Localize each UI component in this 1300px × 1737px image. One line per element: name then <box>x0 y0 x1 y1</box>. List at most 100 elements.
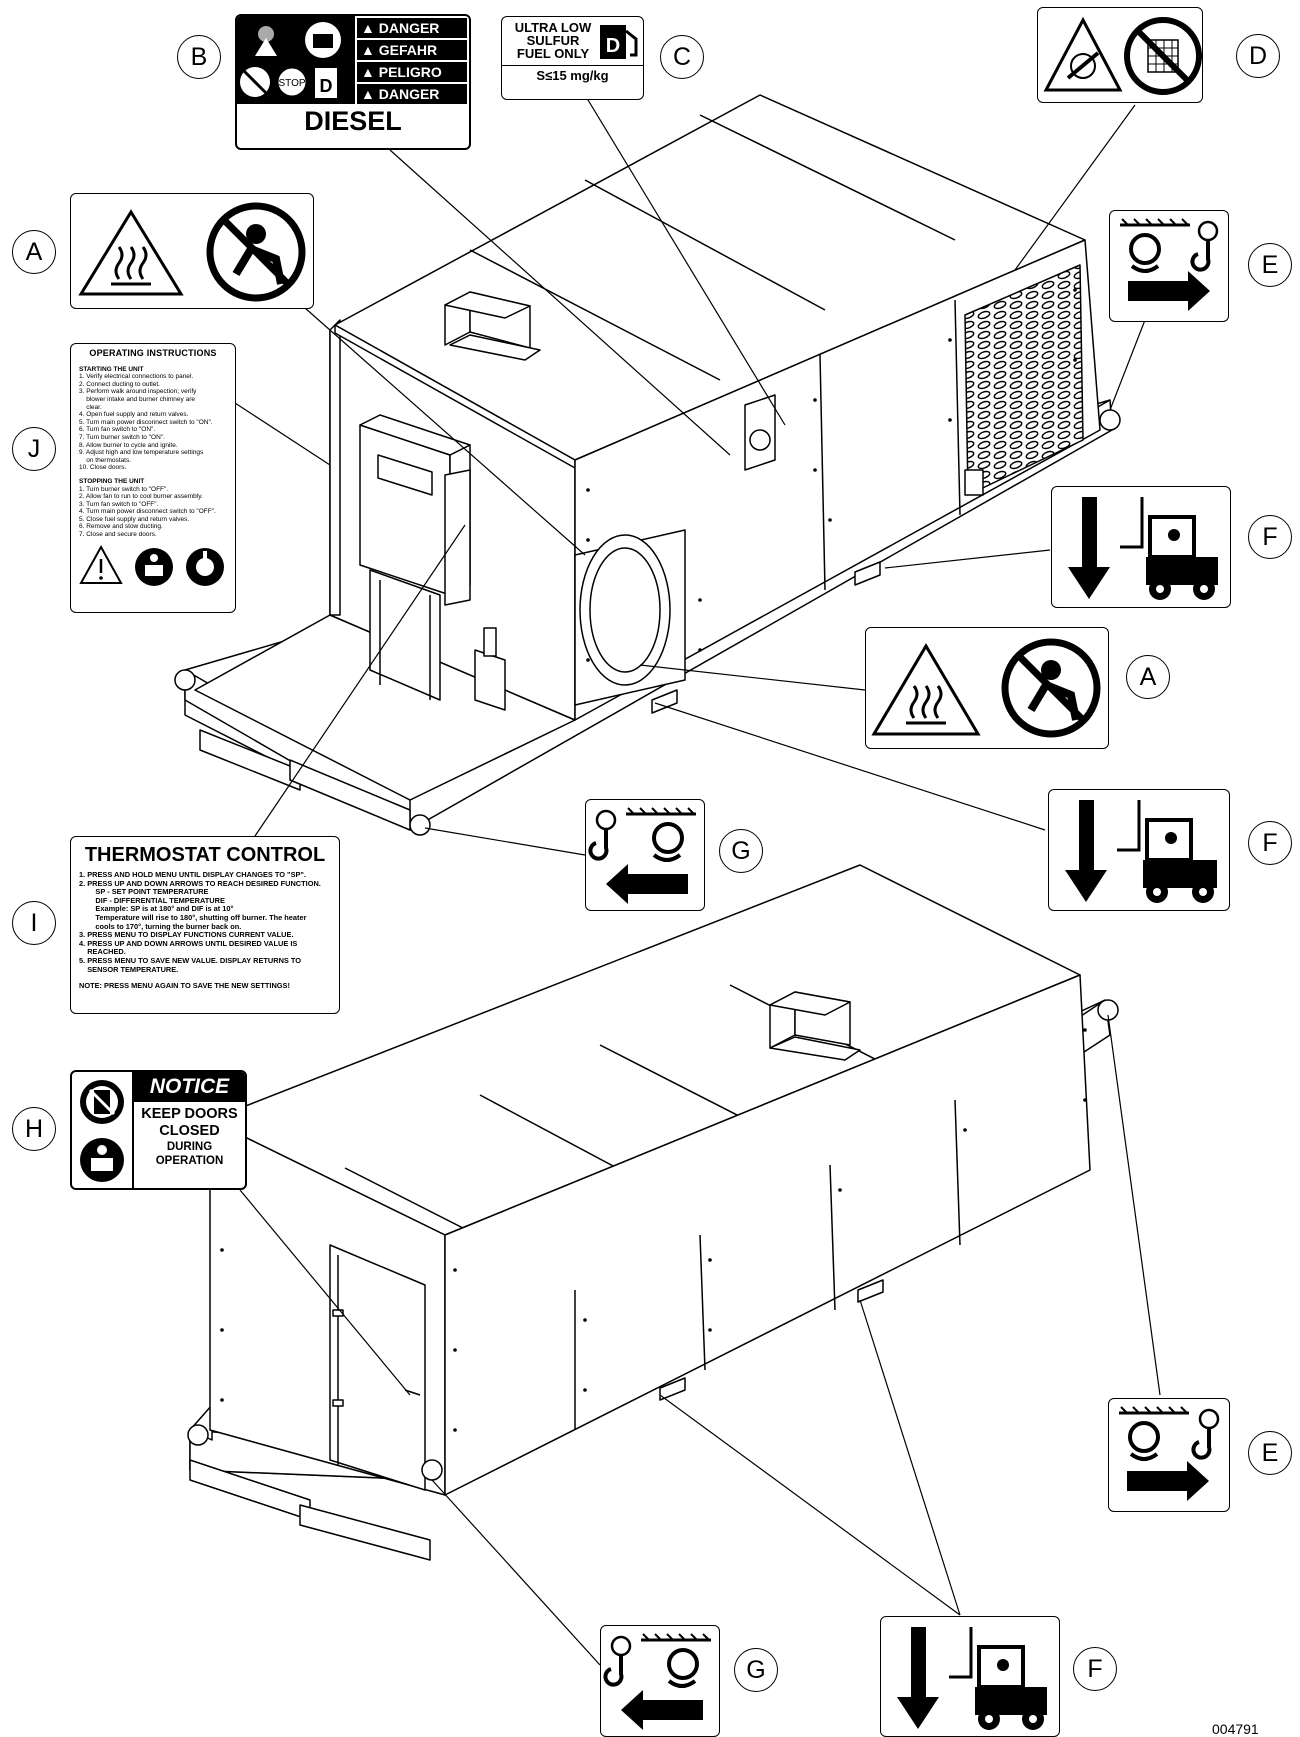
decal-c-fuel: ULTRA LOW SULFUR FUEL ONLY D S≤15 mg/kg <box>501 16 644 100</box>
callout-j: J <box>12 427 56 471</box>
danger-label-3: ▲ PELIGRO <box>357 62 467 82</box>
fuel-pump-icon: D <box>600 25 638 59</box>
fuel-line-1: ULTRA LOW <box>514 20 592 35</box>
lift-point-hook-icon <box>603 1633 711 1688</box>
rotating-fan-hazard-icon <box>1043 16 1123 92</box>
no-touching-prohibition-icon <box>206 202 306 302</box>
decal-h-notice-keep-doors-closed: NOTICE KEEP DOORS CLOSED DURING OPERATIO… <box>70 1070 247 1190</box>
thermostat-line: cools to 170°, turning the burner back o… <box>79 921 242 931</box>
forklift-icon <box>1120 497 1218 600</box>
decal-g-lift-point <box>585 799 705 911</box>
callout-d: D <box>1236 34 1280 78</box>
thermostat-line: 4. PRESS UP AND DOWN ARROWS UNTIL DESIRE… <box>79 938 298 948</box>
lift-point-hook-icon <box>1120 218 1219 273</box>
pump-letter: D <box>606 35 620 57</box>
callout-i: I <box>12 901 56 945</box>
thermostat-note: NOTE: PRESS MENU AGAIN TO SAVE THE NEW S… <box>79 981 290 991</box>
read-manual-icon <box>80 1138 124 1182</box>
stop-label: STOP <box>278 78 305 89</box>
thermostat-line: 3. PRESS MENU TO DISPLAY FUNCTIONS CURRE… <box>79 930 294 940</box>
read-manual-icon <box>305 22 341 58</box>
stop-step: 6. Remove and stow ducting. <box>79 523 163 531</box>
start-step: blower intake and burner chimney are <box>79 395 195 403</box>
no-access-guard-prohibition-icon <box>1124 17 1202 95</box>
diesel-title: DIESEL <box>304 106 402 136</box>
no-touching-prohibition-icon <box>1001 638 1101 738</box>
stop-step: 3. Turn fan switch to "OFF". <box>79 500 159 508</box>
stopping-heading: STOPPING THE UNIT <box>79 477 145 485</box>
stop-step: 5. Close fuel supply and return valves. <box>79 515 190 523</box>
thermostat-line: SENSOR TEMPERATURE. <box>79 964 179 974</box>
figure-code: 004791 <box>1212 1721 1259 1737</box>
decal-a-hot-surface <box>865 627 1109 749</box>
callout-b: B <box>177 35 221 79</box>
start-step: 7. Turn burner switch to "ON". <box>79 433 165 441</box>
danger-label-2: ▲ GEFAHR <box>357 40 467 60</box>
decal-b-danger-diesel: STOP D ▲ DANGER ▲ GEFAHR ▲ PELIGRO ▲ DAN… <box>235 14 471 150</box>
thermostat-line: 2. PRESS UP AND DOWN ARROWS TO REACH DES… <box>79 878 321 888</box>
start-step: clear. <box>79 403 102 411</box>
start-step: on thermostats. <box>79 456 132 464</box>
diesel-pump-icon: D <box>315 68 337 98</box>
starting-heading: STARTING THE UNIT <box>79 365 144 373</box>
forklift-icon <box>1117 800 1217 903</box>
callout-f-top: F <box>1248 515 1292 559</box>
down-arrow-icon <box>897 1627 939 1729</box>
arrow-left-icon <box>606 864 688 904</box>
callout-f-bottom: F <box>1073 1647 1117 1691</box>
arrow-left-icon <box>621 1690 703 1730</box>
start-step: 2. Connect ducting to outlet. <box>79 380 160 388</box>
arrow-right-icon <box>1127 1461 1209 1501</box>
decal-e-lift-point <box>1108 1398 1230 1512</box>
decal-j-operating-instructions: OPERATING INSTRUCTIONS STARTING THE UNIT… <box>70 343 236 613</box>
danger-label-1: ▲ DANGER <box>357 18 467 38</box>
stop-step: 1. Turn burner switch to "OFF". <box>79 485 169 493</box>
forklift-icon <box>949 1627 1047 1730</box>
notice-line-2: CLOSED <box>159 1123 220 1139</box>
stop-step: 7. Close and secure doors. <box>79 531 157 539</box>
start-step: 3. Perform walk around inspection; verif… <box>79 388 197 396</box>
thermostat-line: SP - SET POINT TEMPERATURE <box>79 887 209 897</box>
start-step: 9. Adjust high and low temperature setti… <box>79 449 204 457</box>
hot-surface-warning-icon <box>78 209 184 296</box>
thermostat-line: 5. PRESS MENU TO SAVE NEW VALUE. DISPLAY… <box>79 955 302 965</box>
callout-a-right: A <box>1126 655 1170 699</box>
notice-line-3: DURING <box>166 1141 213 1153</box>
leader-lines <box>234 94 1161 1666</box>
lift-point-hook-icon <box>1119 1406 1220 1461</box>
callout-e-bottom: E <box>1248 1431 1292 1475</box>
operating-instructions-title: OPERATING INSTRUCTIONS <box>89 348 217 358</box>
callout-a-top: A <box>12 230 56 274</box>
start-step: 6. Turn fan switch to "ON". <box>79 426 156 434</box>
decal-f-forklift <box>1051 486 1231 608</box>
callout-h: H <box>12 1107 56 1151</box>
start-step: 8. Allow burner to cycle and ignite. <box>79 441 178 449</box>
thermostat-line: DIF - DIFFERENTIAL TEMPERATURE <box>79 895 225 905</box>
danger-label-4: ▲ DANGER <box>357 84 467 104</box>
read-manual-icon <box>135 547 173 586</box>
thermostat-title: THERMOSTAT CONTROL <box>84 844 326 866</box>
stop-step: 2. Allow fan to run to cool burner assem… <box>79 493 203 501</box>
callout-f-right: F <box>1248 821 1292 865</box>
start-step: 10. Close doors. <box>79 464 127 472</box>
decal-g-lift-point <box>600 1625 720 1737</box>
stop-step: 4. Turn main power disconnect switch to … <box>79 508 216 516</box>
fuel-line-2: SULFUR <box>526 33 580 48</box>
lift-point-hook-icon <box>588 807 696 862</box>
start-step: 1. Verify electrical connections to pane… <box>79 373 194 381</box>
start-step: 5. Turn main power disconnect switch to … <box>79 418 213 426</box>
notice-header: NOTICE <box>134 1072 245 1102</box>
start-step: 4. Open fuel supply and return valves. <box>79 411 189 419</box>
notice-line-4: OPERATION <box>155 1155 224 1167</box>
stop-engine-icon: STOP <box>277 67 307 97</box>
sulfur-spec: S≤15 mg/kg <box>502 65 643 83</box>
decal-e-lift-point <box>1109 210 1229 322</box>
notice-line-1: KEEP DOORS <box>141 1106 238 1122</box>
decal-a-hot-surface <box>70 193 314 309</box>
down-arrow-icon <box>1068 497 1110 599</box>
warning-triangle-icon <box>79 544 123 584</box>
thermostat-line: Temperature will rise to 180°, shutting … <box>79 912 307 922</box>
decal-d-fan-hazard <box>1037 7 1203 103</box>
decal-f-forklift <box>880 1616 1060 1737</box>
